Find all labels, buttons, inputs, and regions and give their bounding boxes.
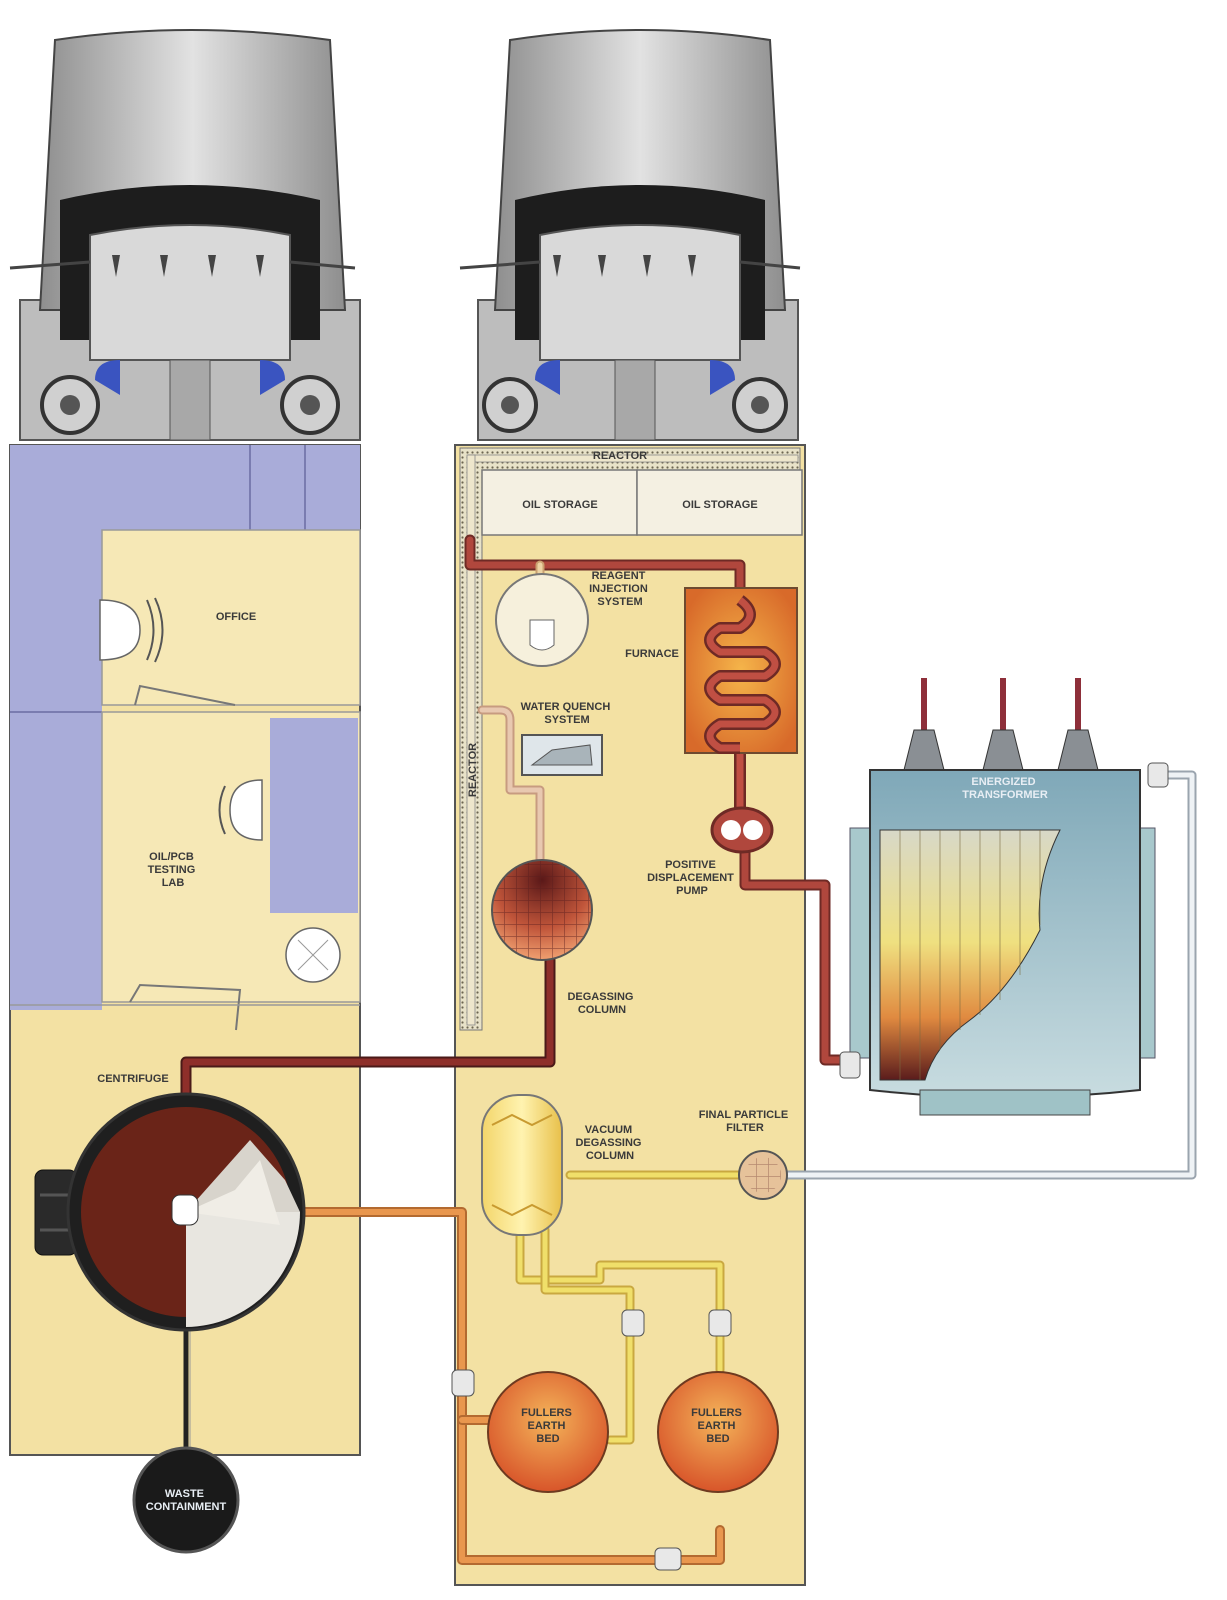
label-furnace: FURNACE xyxy=(625,648,679,660)
label-fullers-earth-bed-2: FULLERS EARTH BED xyxy=(691,1407,745,1445)
label-centrifuge: CENTRIFUGE xyxy=(97,1073,169,1085)
label-waste-containment: WASTE CONTAINMENT xyxy=(146,1488,227,1513)
oil-storage-tank-1 xyxy=(481,469,638,536)
label-fullers-earth-bed-1: FULLERS EARTH BED xyxy=(521,1407,575,1445)
transformer-bushings xyxy=(903,678,1099,771)
label-reactor-top: REACTOR xyxy=(593,450,647,462)
office-room xyxy=(101,529,361,706)
valves xyxy=(451,1309,732,1571)
labels: REACTOR REACTOR OIL STORAGE OIL STORAGE … xyxy=(97,450,1048,1513)
left-truck-cab xyxy=(9,29,361,441)
water-quench-system xyxy=(521,734,603,776)
label-oil-storage-1: OIL STORAGE xyxy=(522,499,597,511)
label-degassing-column: DEGASSING COLUMN xyxy=(567,991,636,1016)
label-vacuum-degassing: VACUUM DEGASSING COLUMN xyxy=(575,1124,644,1162)
label-oil-storage-2: OIL STORAGE xyxy=(682,499,757,511)
label-reagent-injection: REAGENT INJECTION SYSTEM xyxy=(589,570,651,608)
positive-displacement-pump xyxy=(710,806,774,854)
label-pd-pump: POSITIVE DISPLACEMENT PUMP xyxy=(647,859,737,897)
label-reactor-side: REACTOR xyxy=(467,743,479,797)
vacuum-degassing-column xyxy=(481,1094,563,1236)
centrifuge xyxy=(34,1092,306,1332)
reagent-injection-system xyxy=(495,573,589,667)
waste-containment xyxy=(132,1446,240,1554)
label-water-quench: WATER QUENCH SYSTEM xyxy=(521,701,614,726)
label-office: OFFICE xyxy=(216,611,256,623)
degassing-column xyxy=(491,859,593,961)
fullers-earth-bed-2 xyxy=(657,1371,779,1493)
label-energized-transformer: ENERGIZED TRANSFORMER xyxy=(962,776,1048,801)
energized-transformer xyxy=(839,678,1169,1116)
oil-storage-tank-2 xyxy=(636,469,803,536)
final-particle-filter xyxy=(738,1150,788,1200)
right-truck-cab xyxy=(459,29,801,441)
label-lab: OIL/PCB TESTING LAB xyxy=(148,851,199,889)
fullers-earth-bed-1 xyxy=(487,1371,609,1493)
label-final-particle-filter: FINAL PARTICLE FILTER xyxy=(699,1109,792,1134)
